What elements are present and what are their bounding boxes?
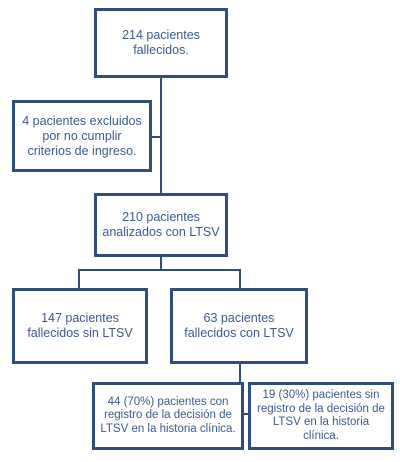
connector-analyzed-down bbox=[160, 256, 162, 270]
excluded-patients-box: 4 pacientes excluidos por no cumplir cri… bbox=[12, 100, 152, 172]
connector-to-without-ltsv bbox=[78, 269, 80, 289]
without-ltsv-box: 147 pacientes fallecidos sin LTSV bbox=[12, 288, 148, 364]
without-ltsv-text: 147 pacientes fallecidos sin LTSV bbox=[27, 311, 133, 340]
connector-with-ltsv-down bbox=[239, 362, 241, 384]
without-record-text: 19 (30%) pacientes sin registro de la de… bbox=[257, 389, 385, 442]
with-record-text: 44 (70%) pacientes con registro de la de… bbox=[100, 395, 236, 435]
without-record-box: 19 (30%) pacientes sin registro de la de… bbox=[248, 382, 394, 450]
analyzed-patients-box: 210 pacientes analizados con LTSV bbox=[94, 193, 228, 257]
analyzed-patients-text: 210 pacientes analizados con LTSV bbox=[102, 210, 220, 239]
connector-split-horizontal bbox=[78, 269, 241, 271]
total-patients-box: 214 pacientes fallecidos. bbox=[94, 8, 228, 78]
connector-record-branch bbox=[242, 413, 250, 415]
with-record-box: 44 (70%) pacientes con registro de la de… bbox=[92, 382, 244, 450]
connector-total-to-analyzed bbox=[160, 76, 162, 194]
connector-exclusion-branch bbox=[150, 136, 161, 138]
with-ltsv-box: 63 pacientes fallecidos con LTSV bbox=[170, 288, 308, 364]
total-patients-text: 214 pacientes fallecidos. bbox=[122, 28, 200, 57]
with-ltsv-text: 63 pacientes fallecidos con LTSV bbox=[184, 311, 294, 340]
excluded-patients-text: 4 pacientes excluidos por no cumplir cri… bbox=[22, 113, 142, 158]
connector-to-with-ltsv bbox=[239, 269, 241, 289]
